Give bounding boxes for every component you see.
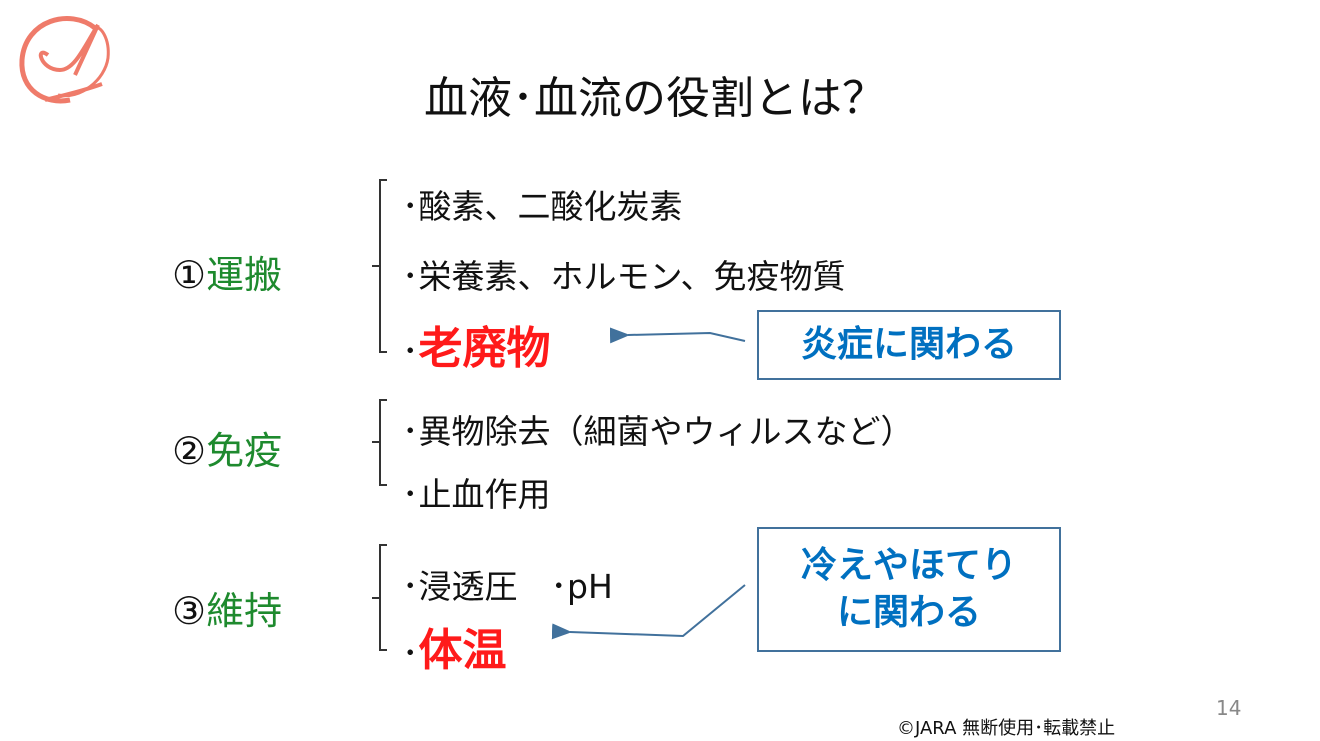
list-item: ･酸素、二酸化炭素 xyxy=(402,187,683,226)
section-label: 運搬 xyxy=(206,253,283,297)
highlight-waste: 老廃物 xyxy=(418,323,551,374)
page-number: 14 xyxy=(1216,696,1242,720)
callout-text: 冷えやほてり xyxy=(800,544,1017,586)
bullet: ･ xyxy=(402,634,419,673)
list-item: ･浸透圧 ･pH xyxy=(402,567,613,606)
section-transport: ①運搬 xyxy=(172,244,282,299)
callout-text: 炎症に関わる xyxy=(800,323,1017,365)
section-label: 維持 xyxy=(206,589,283,633)
arrow-1 xyxy=(609,327,746,344)
callout-temperature: 冷えやほてりに関わる xyxy=(757,527,1061,652)
list-item: ･栄養素、ホルモン、免疫物質 xyxy=(402,257,846,296)
list-item: ･老廃物 xyxy=(402,312,551,376)
bullet: ･ xyxy=(402,332,419,371)
list-item: ･異物除去（細菌やウィルスなど） xyxy=(402,412,914,451)
section-immunity: ②免疫 xyxy=(172,420,282,475)
bracket-1 xyxy=(372,179,387,353)
callout-text: に関わる xyxy=(836,591,981,633)
logo xyxy=(19,16,110,104)
section-number: ① xyxy=(172,253,207,297)
list-item: ･止血作用 xyxy=(402,475,551,514)
section-number: ③ xyxy=(172,589,207,633)
copyright-footer: ©JARA 無断使用･転載禁止 xyxy=(897,718,1116,739)
list-item: ･体温 xyxy=(402,614,507,678)
bracket-3 xyxy=(372,544,387,651)
section-label: 免疫 xyxy=(206,429,283,473)
highlight-body-temp: 体温 xyxy=(418,625,507,676)
arrow-2 xyxy=(551,584,746,640)
section-number: ② xyxy=(172,429,207,473)
page-title: 血液･血流の役割とは？ xyxy=(424,73,886,124)
section-maintenance: ③維持 xyxy=(172,580,282,635)
bracket-2 xyxy=(372,399,387,486)
callout-inflammation: 炎症に関わる xyxy=(757,310,1061,380)
